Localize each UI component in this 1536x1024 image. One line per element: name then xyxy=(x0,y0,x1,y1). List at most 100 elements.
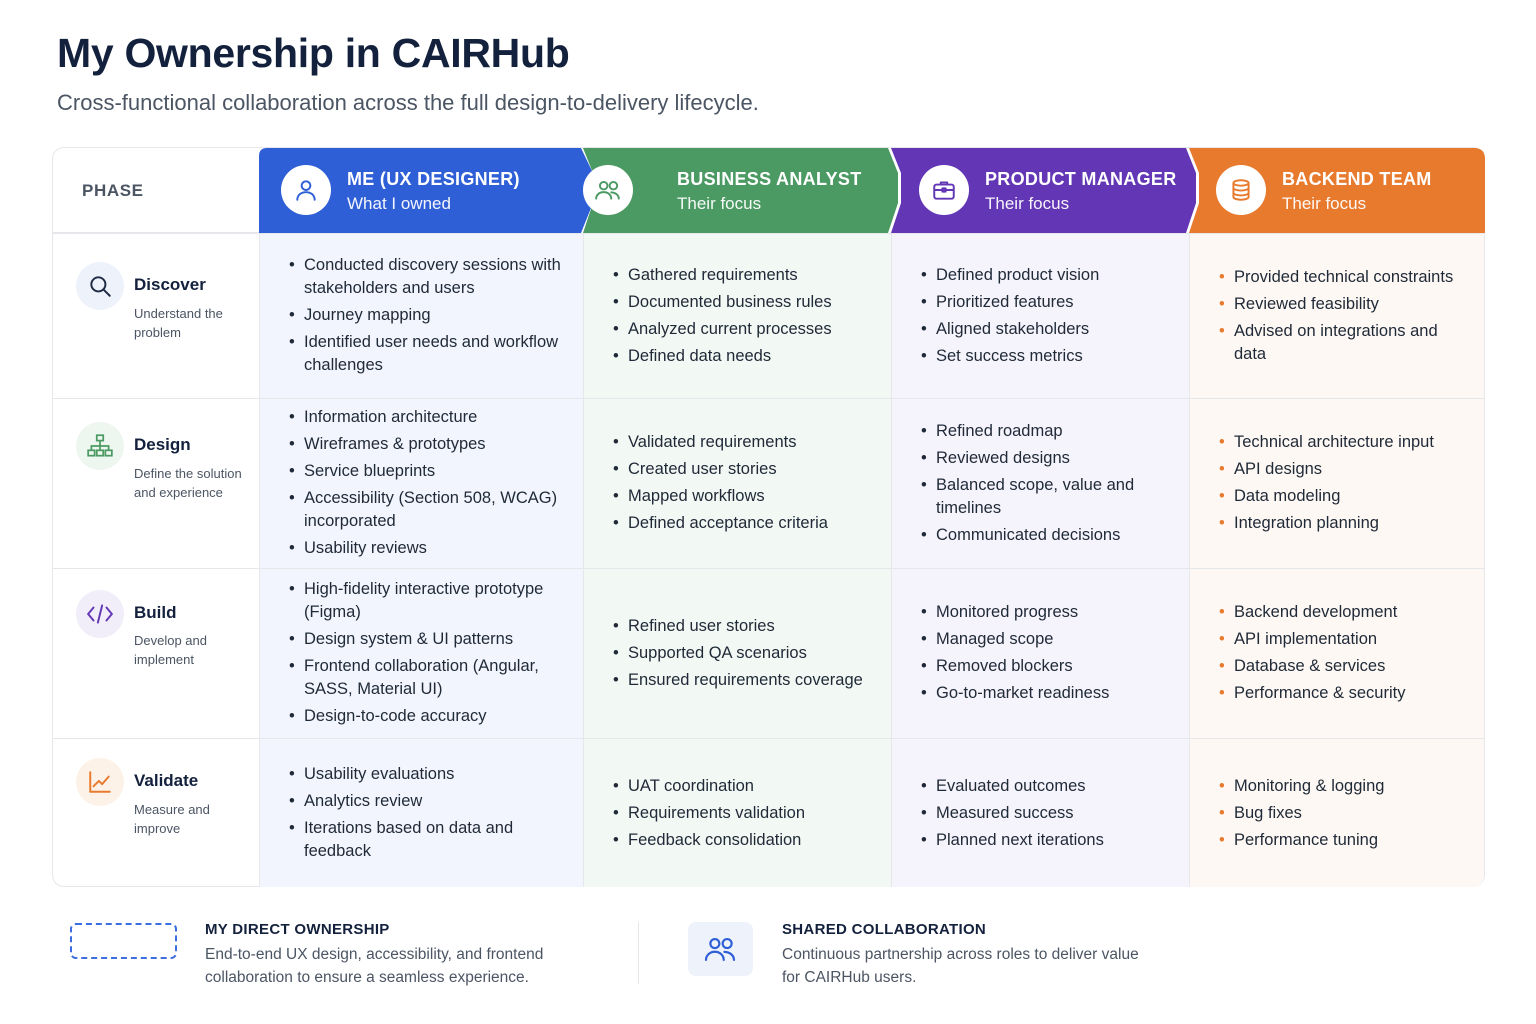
ba-header-bg xyxy=(583,148,898,233)
bullet-item: Technical architecture input xyxy=(1219,431,1466,454)
bullet-item: Integration planning xyxy=(1219,512,1466,535)
ownership-matrix: PHASE ME (UX DESIGNER) What I owned xyxy=(52,147,1485,887)
phase-build: Build Develop and implement xyxy=(53,568,259,738)
phase-name: Design xyxy=(134,435,191,454)
phase-name: Validate xyxy=(134,771,199,790)
bullet-item: Balanced scope, value and timelines xyxy=(921,474,1171,520)
phase-name: Build xyxy=(134,603,177,622)
phase-column-header: PHASE xyxy=(53,148,259,233)
bullet-item: Prioritized features xyxy=(921,291,1171,314)
bullet-list: Defined product visionPrioritized featur… xyxy=(921,264,1171,368)
column-subtitle: Their focus xyxy=(1282,194,1367,213)
bullet-item: Managed scope xyxy=(921,628,1171,651)
bullet-item: Design-to-code accuracy xyxy=(289,705,565,728)
bullet-list: Usability evaluationsAnalytics reviewIte… xyxy=(289,763,565,863)
phase-header-label: PHASE xyxy=(82,181,144,200)
bullet-item: Created user stories xyxy=(613,458,873,481)
backend-team-header: BACKEND TEAM Their focus xyxy=(1189,148,1485,233)
bullet-item: Accessibility (Section 508, WCAG) incorp… xyxy=(289,487,565,533)
bullet-item: Gathered requirements xyxy=(613,264,873,287)
bullet-list: High-fidelity interactive prototype (Fig… xyxy=(289,578,565,728)
bullet-item: Frontend collaboration (Angular, SASS, M… xyxy=(289,655,565,701)
be-design-cell: Technical architecture inputAPI designsD… xyxy=(1219,398,1466,568)
bullet-list: Gathered requirementsDocumented business… xyxy=(613,264,873,368)
ba-discover-cell: Gathered requirementsDocumented business… xyxy=(613,233,873,398)
bullet-item: Documented business rules xyxy=(613,291,873,314)
bullet-list: Conducted discovery sessions with stakeh… xyxy=(289,254,565,377)
bullet-item: Refined user stories xyxy=(613,615,873,638)
row-divider xyxy=(53,233,1484,234)
bullet-item: Evaluated outcomes xyxy=(921,775,1171,798)
bullet-list: Backend developmentAPI implementationDat… xyxy=(1219,601,1466,705)
search-icon xyxy=(76,262,124,310)
bullet-item: Information architecture xyxy=(289,406,565,429)
sitemap-icon xyxy=(76,422,124,470)
bullet-item: UAT coordination xyxy=(613,775,873,798)
bullet-item: Defined acceptance criteria xyxy=(613,512,873,535)
bullet-item: Journey mapping xyxy=(289,304,565,327)
bullet-item: Service blueprints xyxy=(289,460,565,483)
bullet-list: UAT coordinationRequirements validationF… xyxy=(613,775,873,852)
pm-discover-cell: Defined product visionPrioritized featur… xyxy=(921,233,1171,398)
bullet-item: Usability reviews xyxy=(289,537,565,560)
bullet-item: Wireframes & prototypes xyxy=(289,433,565,456)
bullet-item: API designs xyxy=(1219,458,1466,481)
briefcase-icon xyxy=(919,165,969,215)
column-divider xyxy=(891,233,892,887)
bullet-list: Refined roadmapReviewed designsBalanced … xyxy=(921,420,1171,547)
bullet-item: Defined product vision xyxy=(921,264,1171,287)
ux-design-cell: Information architectureWireframes & pro… xyxy=(289,398,565,568)
bullet-item: Identified user needs and workflow chall… xyxy=(289,331,565,377)
phase-description: Define the solution and experience xyxy=(134,466,242,500)
ux-validate-cell: Usability evaluationsAnalytics reviewIte… xyxy=(289,738,565,888)
bullet-item: Supported QA scenarios xyxy=(613,642,873,665)
legend-direct-title: MY DIRECT OWNERSHIP xyxy=(205,921,390,938)
ux-build-cell: High-fidelity interactive prototype (Fig… xyxy=(289,568,565,738)
column-subtitle: What I owned xyxy=(347,194,451,213)
row-divider xyxy=(53,568,1484,569)
ba-build-cell: Refined user storiesSupported QA scenari… xyxy=(613,568,873,738)
bullet-item: Provided technical constraints xyxy=(1219,266,1466,289)
bullet-item: API implementation xyxy=(1219,628,1466,651)
bullet-list: Monitoring & loggingBug fixesPerformance… xyxy=(1219,775,1466,852)
bullet-item: Conducted discovery sessions with stakeh… xyxy=(289,254,565,300)
users-icon xyxy=(688,922,753,976)
bullet-item: Validated requirements xyxy=(613,431,873,454)
ba-design-cell: Validated requirementsCreated user stori… xyxy=(613,398,873,568)
bullet-list: Provided technical constraintsReviewed f… xyxy=(1219,266,1466,366)
column-subtitle: Their focus xyxy=(677,194,762,213)
page-subtitle: Cross-functional collaboration across th… xyxy=(57,90,759,115)
ux-designer-header: ME (UX DESIGNER) What I owned xyxy=(259,148,583,233)
bullet-item: Defined data needs xyxy=(613,345,873,368)
page-title: My Ownership in CAIRHub xyxy=(57,30,570,76)
bullet-item: Mapped workflows xyxy=(613,485,873,508)
bullet-item: Backend development xyxy=(1219,601,1466,624)
column-title: BACKEND TEAM xyxy=(1282,169,1432,189)
bullet-item: Measured success xyxy=(921,802,1171,825)
bullet-item: Aligned stakeholders xyxy=(921,318,1171,341)
code-icon xyxy=(76,590,124,638)
column-title: ME (UX DESIGNER) xyxy=(347,169,520,189)
bullet-list: Technical architecture inputAPI designsD… xyxy=(1219,431,1466,535)
phase-description: Develop and implement xyxy=(134,633,207,667)
bullet-item: Planned next iterations xyxy=(921,829,1171,852)
direct-ownership-swatch xyxy=(70,923,177,959)
column-divider xyxy=(1189,233,1190,887)
bullet-item: Reviewed feasibility xyxy=(1219,293,1466,316)
legend-shared-text: Continuous partnership across roles to d… xyxy=(782,946,1139,986)
bullet-item: Iterations based on data and feedback xyxy=(289,817,565,863)
bullet-item: Database & services xyxy=(1219,655,1466,678)
bullet-list: Information architectureWireframes & pro… xyxy=(289,406,565,560)
pm-build-cell: Monitored progressManaged scopeRemoved b… xyxy=(921,568,1171,738)
pm-header-bg xyxy=(891,148,1196,233)
bullet-item: Go-to-market readiness xyxy=(921,682,1171,705)
bullet-item: Set success metrics xyxy=(921,345,1171,368)
be-validate-cell: Monitoring & loggingBug fixesPerformance… xyxy=(1219,738,1466,888)
bullet-item: Advised on integrations and data xyxy=(1219,320,1466,366)
pm-design-cell: Refined roadmapReviewed designsBalanced … xyxy=(921,398,1171,568)
column-title: BUSINESS ANALYST xyxy=(677,169,862,189)
bullet-item: Analytics review xyxy=(289,790,565,813)
be-discover-cell: Provided technical constraintsReviewed f… xyxy=(1219,233,1466,398)
phase-description: Understand the problem xyxy=(134,306,223,340)
phase-description: Measure and improve xyxy=(134,802,210,836)
